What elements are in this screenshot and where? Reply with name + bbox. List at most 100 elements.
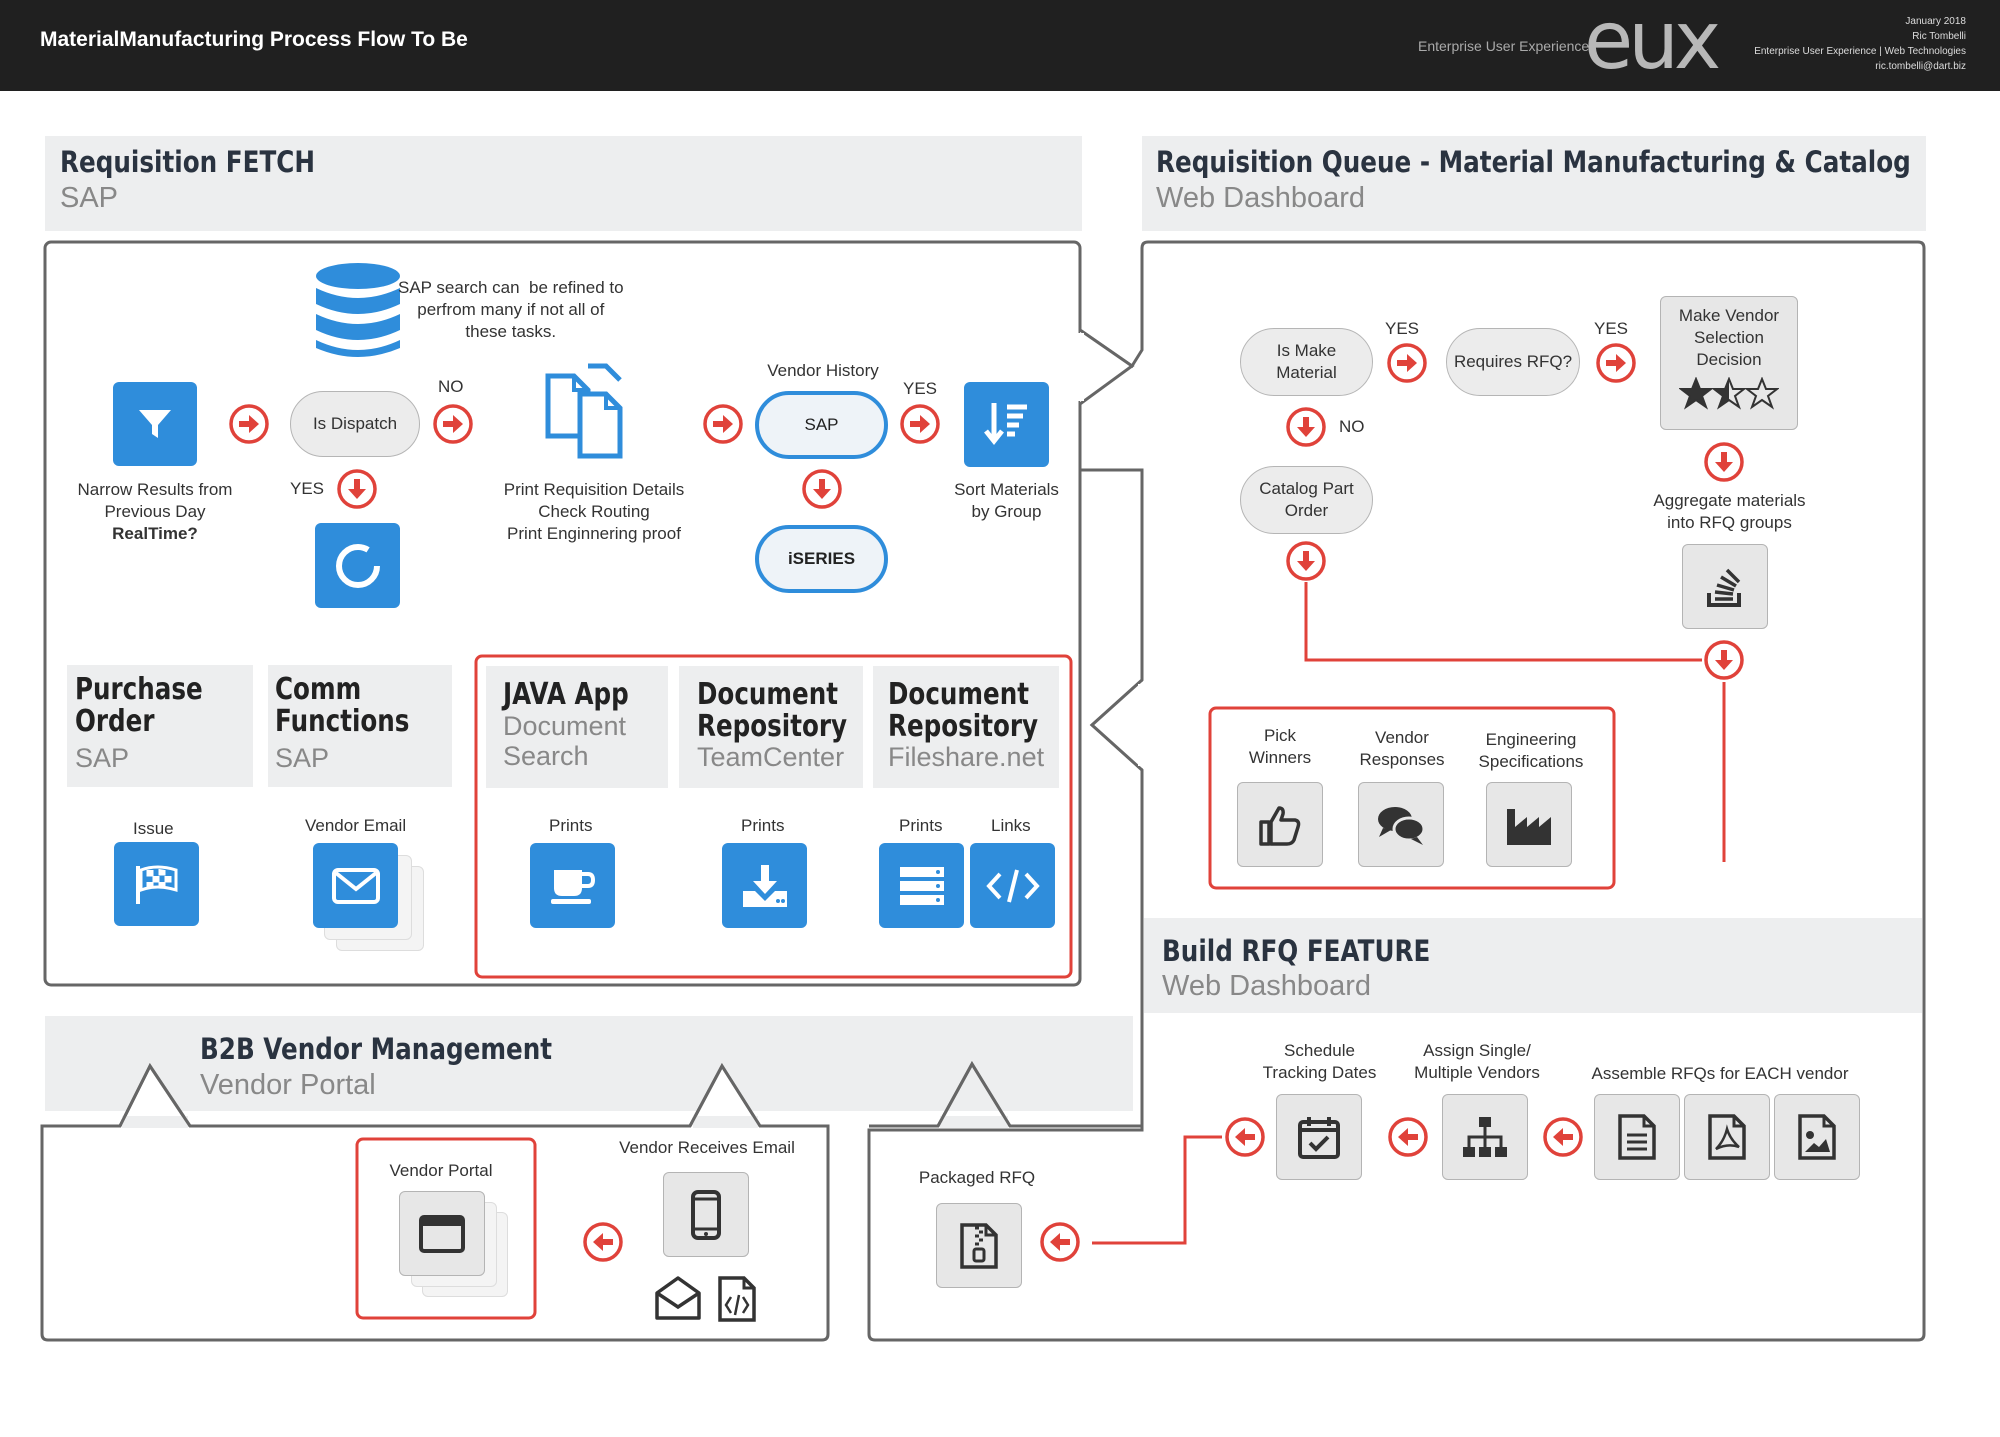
rfq-image-button[interactable] bbox=[1774, 1094, 1860, 1180]
comm-functions-card bbox=[268, 665, 452, 787]
teamcenter-prints-button[interactable] bbox=[722, 843, 807, 928]
arrow-left-icon bbox=[583, 1222, 623, 1262]
sap-system-pill[interactable]: SAP bbox=[755, 391, 888, 459]
teamcenter-prints-label: Prints bbox=[741, 816, 785, 835]
pick-winners-label: Pick Winners bbox=[1248, 726, 1312, 767]
arrow-down-icon bbox=[1704, 442, 1744, 482]
rfq-document-button[interactable] bbox=[1594, 1094, 1680, 1180]
fileshare-links-button[interactable] bbox=[970, 843, 1055, 928]
open-envelope-icon bbox=[654, 1275, 702, 1321]
packaged-rfq-label: Packaged RFQ bbox=[918, 1168, 1036, 1187]
queue-yes-label: YES bbox=[1385, 319, 1420, 338]
coffee-cup-icon bbox=[550, 869, 595, 904]
arrow-left-icon bbox=[1040, 1222, 1080, 1262]
database-icon bbox=[314, 262, 402, 362]
rfq-pdf-button[interactable] bbox=[1684, 1094, 1770, 1180]
schedule-label: Schedule Tracking Dates bbox=[1262, 1041, 1377, 1082]
meta-dept: Enterprise User Experience | Web Technol… bbox=[1754, 46, 1966, 57]
packaged-rfq-button[interactable] bbox=[936, 1203, 1022, 1288]
vendor-responses-button[interactable] bbox=[1358, 782, 1444, 867]
mobile-phone-icon bbox=[691, 1189, 721, 1240]
teamcenter-title: Document Repository bbox=[697, 677, 848, 744]
document-icon bbox=[1618, 1114, 1656, 1160]
queue-no-label: NO bbox=[1339, 417, 1365, 436]
purchase-order-card bbox=[67, 665, 253, 787]
build-subtitle: Web Dashboard bbox=[1162, 970, 1372, 1002]
build-title: Build RFQ FEATURE bbox=[1162, 934, 1431, 968]
arrow-down-icon bbox=[1286, 407, 1326, 447]
queue-title-band bbox=[1142, 136, 1926, 231]
factory-icon bbox=[1507, 808, 1551, 845]
code-file-icon bbox=[716, 1275, 758, 1323]
arrow-down-icon bbox=[1704, 640, 1744, 680]
refresh-icon bbox=[335, 543, 380, 588]
narrow-bold-label: RealTime? bbox=[112, 524, 198, 543]
vendor-portal-button[interactable] bbox=[399, 1191, 485, 1276]
header-bar bbox=[0, 0, 2000, 91]
page-title: MaterialManufacturing Process Flow To Be bbox=[40, 28, 468, 51]
issue-button[interactable] bbox=[114, 842, 199, 926]
java-prints-label: Prints bbox=[549, 816, 593, 835]
sort-button[interactable] bbox=[964, 382, 1049, 467]
vendor-email-button[interactable] bbox=[313, 843, 398, 928]
queue-frame bbox=[867, 240, 1926, 1342]
arrow-down-icon bbox=[337, 469, 377, 509]
fileshare-prints-button[interactable] bbox=[879, 843, 964, 928]
brand-caption: Enterprise User Experience bbox=[1418, 38, 1590, 54]
assign-vendors-button[interactable] bbox=[1442, 1094, 1528, 1180]
filter-icon bbox=[139, 410, 171, 438]
java-app-card bbox=[486, 666, 668, 788]
vendor-selection-box[interactable]: Make Vendor Selection Decision bbox=[1660, 296, 1798, 430]
pick-winners-button[interactable] bbox=[1237, 782, 1323, 867]
envelope-icon bbox=[331, 867, 380, 904]
teamcenter-subtitle: TeamCenter bbox=[697, 742, 845, 772]
doc-sources-highlight bbox=[474, 654, 1073, 979]
catalog-part-order[interactable]: Catalog Part Order bbox=[1240, 466, 1373, 534]
meta-author: Ric Tombelli bbox=[1912, 31, 1966, 42]
meta-email: ric.tombelli@dart.biz bbox=[1875, 61, 1966, 72]
download-icon bbox=[742, 864, 787, 907]
fetch-subtitle: SAP bbox=[60, 182, 119, 214]
vendor-portal-label: Vendor Portal bbox=[389, 1161, 493, 1180]
queue-yes-label-2: YES bbox=[1594, 319, 1629, 338]
vendor-eval-highlight bbox=[1208, 706, 1616, 890]
fileshare-card bbox=[873, 666, 1059, 788]
schedule-button[interactable] bbox=[1276, 1094, 1362, 1180]
engineering-specs-button[interactable] bbox=[1486, 782, 1572, 867]
chat-bubbles-icon bbox=[1378, 806, 1426, 845]
is-make-material-decision[interactable]: Is Make Material bbox=[1240, 328, 1373, 396]
java-prints-button[interactable] bbox=[530, 843, 615, 928]
fetch-title: Requisition FETCH bbox=[60, 145, 315, 179]
pdf-icon bbox=[1708, 1114, 1746, 1160]
header-meta: January 2018 Ric Tombelli Enterprise Use… bbox=[1754, 14, 1966, 74]
aggregate-button[interactable] bbox=[1682, 544, 1768, 629]
teamcenter-card bbox=[679, 666, 863, 788]
arrow-right-icon bbox=[433, 404, 473, 444]
is-dispatch-decision[interactable]: Is Dispatch bbox=[290, 391, 420, 457]
queue-title: Requisition Queue - Material Manufacturi… bbox=[1156, 145, 1911, 179]
stack-overflow-icon bbox=[1707, 568, 1741, 607]
mobile-email-button[interactable] bbox=[663, 1172, 749, 1257]
sync-button[interactable] bbox=[315, 523, 400, 608]
meta-date: January 2018 bbox=[1905, 16, 1966, 27]
vendor-selection-label: Make Vendor Selection Decision bbox=[1678, 306, 1780, 369]
browser-window-icon bbox=[419, 1214, 465, 1253]
requires-rfq-decision[interactable]: Requires RFQ? bbox=[1446, 328, 1580, 396]
db-note: SAP search can be refined to perfrom man… bbox=[398, 278, 624, 341]
arrow-right-icon bbox=[1387, 343, 1427, 383]
filter-button[interactable] bbox=[113, 382, 197, 466]
fileshare-title: Document Repository bbox=[888, 677, 1039, 744]
arrow-down-icon bbox=[1286, 541, 1326, 581]
yes-label-2: YES bbox=[903, 379, 938, 398]
arrow-left-icon bbox=[1543, 1117, 1583, 1157]
engineering-specs-label: Engineering Specifications bbox=[1478, 730, 1584, 771]
iseries-system-pill[interactable]: iSERIES bbox=[755, 525, 888, 593]
b2b-title-band bbox=[45, 1016, 1133, 1111]
build-title-band bbox=[1144, 918, 1922, 1013]
aggregate-label: Aggregate materials into RFQ groups bbox=[1653, 491, 1806, 532]
fileshare-subtitle: Fileshare.net bbox=[888, 742, 1045, 772]
fileshare-prints-label: Prints bbox=[899, 816, 943, 835]
copy-documents-icon bbox=[544, 362, 644, 462]
arrow-right-icon bbox=[703, 404, 743, 444]
yes-label: YES bbox=[290, 479, 325, 498]
